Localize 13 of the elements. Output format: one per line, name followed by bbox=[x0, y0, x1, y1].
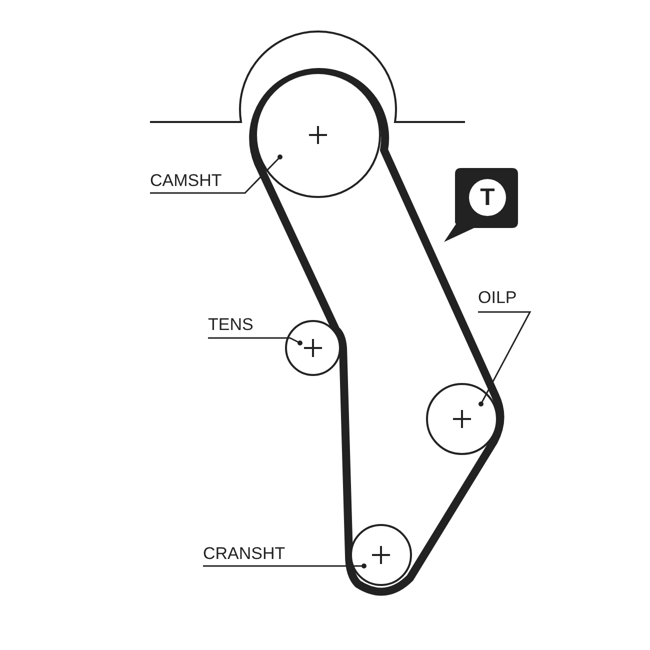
pulley-drawing bbox=[349, 523, 413, 587]
part-label: TENS bbox=[208, 315, 254, 335]
pulley-drawing bbox=[254, 71, 382, 199]
leader-line bbox=[150, 154, 282, 194]
leader-line bbox=[203, 564, 366, 568]
part-label: OILP bbox=[478, 288, 517, 308]
part-label: CAMSHT bbox=[150, 171, 222, 191]
part-label: CRANSHT bbox=[203, 544, 286, 564]
leader-line bbox=[208, 337, 302, 346]
pulley-drawing bbox=[284, 319, 342, 377]
leader-line bbox=[478, 311, 532, 406]
timing-mark-badge bbox=[444, 168, 519, 242]
pulley-drawing bbox=[425, 382, 499, 456]
